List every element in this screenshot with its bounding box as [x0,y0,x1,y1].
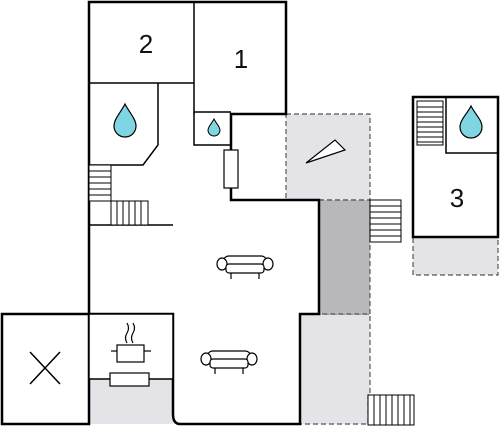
water-drop-icon [113,102,137,138]
sunbed-icon [305,139,347,164]
stairs-icon [110,200,149,226]
stairs-icon [367,394,415,426]
stove-icon [111,322,151,363]
fireplace-icon [109,372,150,387]
annex-outline [411,95,500,239]
terrace-upper [285,113,371,201]
sofa-icon [200,350,258,374]
room-label-3: 3 [450,183,464,213]
annex-terrace [412,236,499,276]
water-drop-icon [207,117,221,137]
stairs-icon [88,164,112,202]
room-label-1: 1 [234,44,248,74]
stairs-icon [416,100,444,146]
annex-bathroom-wall [445,97,498,154]
interior-walls [89,2,231,226]
fireplace-icon [223,149,239,189]
water-drop-icon [459,104,483,139]
covered-terrace [318,199,371,315]
sofa-icon [216,255,274,279]
stairs-icon [369,199,402,243]
room-label-2: 2 [139,29,153,59]
cross-icon [29,351,61,385]
terrace-lower [299,313,371,425]
